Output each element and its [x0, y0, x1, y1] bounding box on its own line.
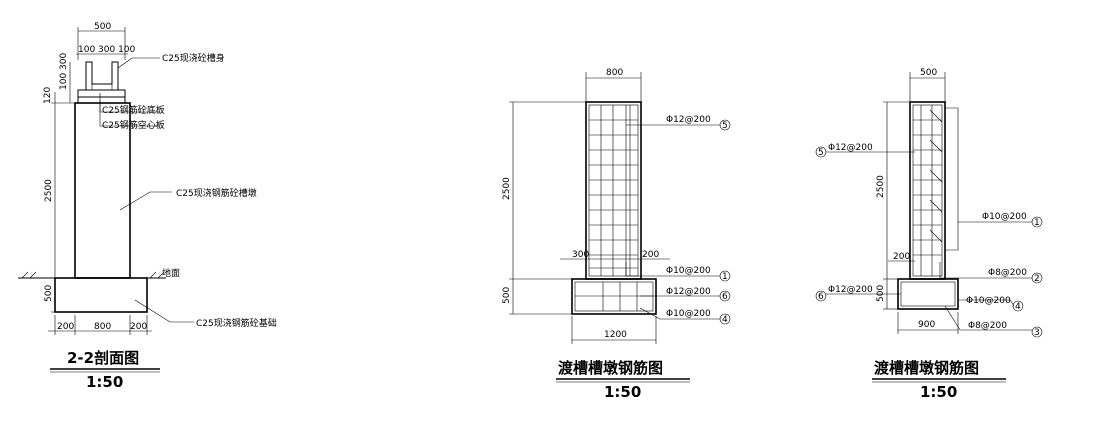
r2-dim-offset-200: 200 [893, 252, 910, 262]
dim-top-500: 500 [94, 22, 111, 32]
r2-dim-top-500: 500 [920, 68, 937, 78]
dim-base-500: 500 [44, 285, 54, 302]
label-pier: C25现浇钢筋砼槽墩 [176, 187, 257, 199]
r2-dim-base-900: 900 [918, 320, 935, 330]
r2-callout-4-text: Φ12@200 [828, 285, 873, 295]
dim-bottom-200b: 200 [130, 322, 147, 332]
r1-callout-2-num: 1 [722, 272, 728, 282]
label-trough-body: C25现浇砼槽身 [162, 52, 225, 64]
r1-callout-1-num: 5 [722, 121, 728, 131]
pier-rebar-2: 500 2500 500 [815, 68, 1043, 401]
r1-dim-top-800: 800 [606, 68, 623, 78]
section-title: 2-2剖面图 [67, 349, 139, 367]
r2-scale: 1:50 [920, 383, 957, 401]
r2-dim-base-500: 500 [876, 285, 886, 302]
r2-callout-2-text: Φ10@200 [982, 212, 1027, 222]
dim-bottom-200a: 200 [57, 322, 74, 332]
r2-callout-3-num: 2 [1034, 274, 1040, 284]
r1-scale: 1:50 [604, 383, 641, 401]
r2-callout-6-num: 3 [1034, 328, 1040, 338]
r1-dim-offset-300: 300 [572, 250, 589, 260]
label-bearing-pad: C25钢筋砼底板 [102, 104, 165, 116]
r2-callout-5-num: 4 [1015, 302, 1021, 312]
r1-callout-3-num: 6 [722, 292, 728, 302]
r1-title: 渡槽槽墩钢筋图 [558, 359, 663, 377]
label-ground: 地面 [162, 267, 180, 279]
dim-top-split: 100 300 100 [78, 45, 136, 55]
r1-callout-4-num: 4 [722, 315, 728, 325]
section-2-2: 500 100 300 100 100 300 120 2500 500 地面 [18, 22, 277, 391]
r1-callout-3-text: Φ12@200 [666, 287, 711, 297]
r2-callout-1-num: 5 [818, 148, 824, 158]
dim-left-120: 120 [43, 87, 53, 104]
r2-callout-3-text: Φ8@200 [988, 268, 1027, 278]
r1-dim-offset-200: 200 [642, 250, 659, 260]
section-scale: 1:50 [86, 373, 123, 391]
label-foundation: C25现浇钢筋砼基础 [196, 317, 277, 329]
r2-callout-5-text: Φ10@200 [966, 296, 1011, 306]
r2-callout-4-num: 6 [818, 292, 824, 302]
dim-bottom-800: 800 [94, 322, 111, 332]
r2-dim-height-2500: 2500 [876, 175, 886, 198]
r1-callout-4-text: Φ10@200 [666, 309, 711, 319]
r2-callout-1-text: Φ12@200 [828, 143, 873, 153]
dim-left-100-300: 100 300 [59, 53, 69, 90]
label-hollow-slab: C25钢筋空心板 [102, 119, 165, 131]
r2-callout-6-text: Φ8@200 [968, 321, 1007, 331]
r2-callout-2-num: 1 [1034, 218, 1040, 228]
r1-callout-2-text: Φ10@200 [666, 266, 711, 276]
r1-dim-base-1200: 1200 [604, 330, 627, 340]
r1-dim-height-2500: 2500 [502, 177, 512, 200]
r2-title: 渡槽槽墩钢筋图 [874, 359, 979, 377]
pier-rebar-1: 800 [502, 68, 731, 401]
r1-callout-1-text: Φ12@200 [666, 115, 711, 125]
r1-dim-base-500: 500 [502, 287, 512, 304]
dim-height-2500: 2500 [44, 179, 54, 202]
